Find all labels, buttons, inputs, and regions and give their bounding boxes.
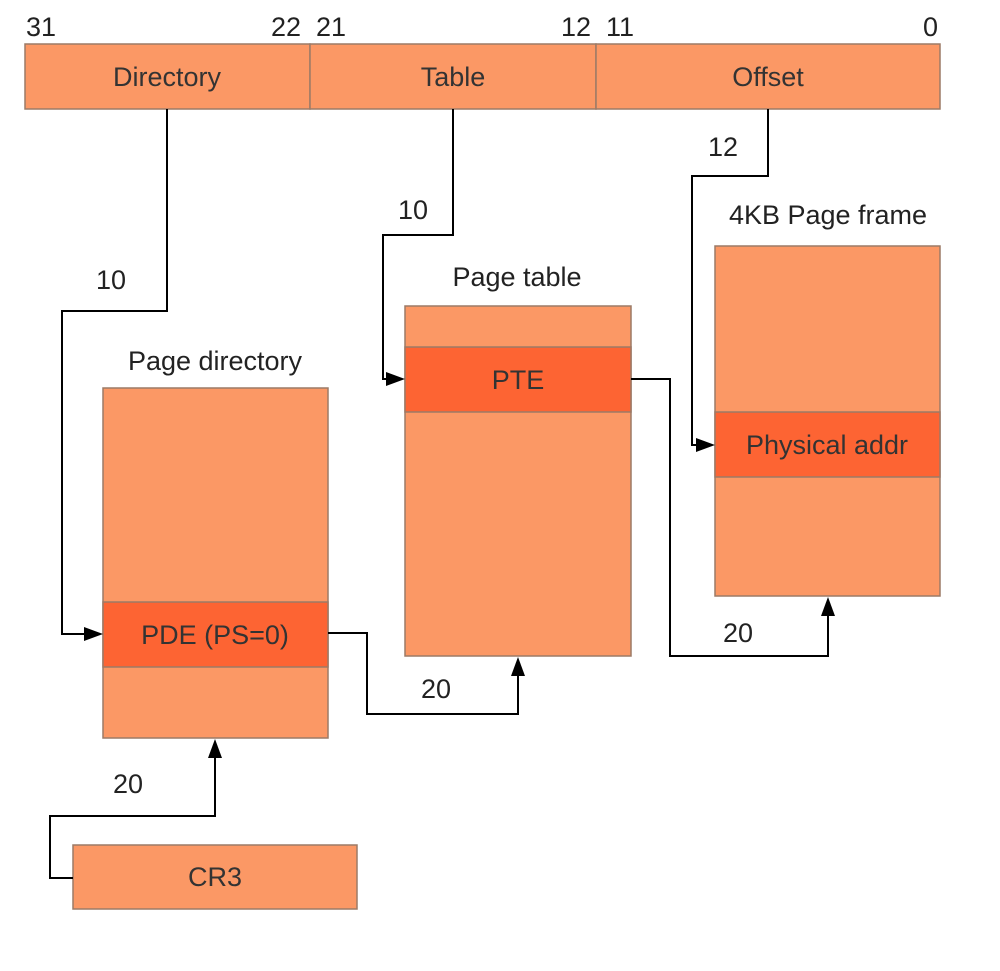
pte-width-label: 20: [723, 618, 753, 648]
bit-label-12: 12: [561, 12, 591, 42]
connector-directory-to-pde: 10: [61, 109, 168, 641]
offset-width-label: 12: [708, 132, 738, 162]
pde-entry-label: PDE (PS=0): [141, 620, 289, 650]
directory-width-label: 10: [96, 265, 126, 295]
page-directory-title: Page directory: [128, 346, 303, 376]
table-field-label: Table: [421, 62, 486, 92]
bit-label-0: 0: [923, 12, 938, 42]
page-frame-title: 4KB Page frame: [729, 200, 927, 230]
bit-label-21: 21: [316, 12, 346, 42]
pde-entry: [102, 601, 329, 668]
page-directory: PDE (PS=0): [102, 387, 329, 739]
directory-field: Directory: [24, 43, 311, 110]
bit-label-31: 31: [26, 12, 56, 42]
physical-addr-entry: [714, 411, 941, 478]
bit-label-22: 22: [271, 12, 301, 42]
pte-entry: [404, 346, 632, 413]
cr3-register: CR3: [72, 844, 358, 910]
table-width-label: 10: [398, 195, 428, 225]
bit-label-11: 11: [606, 12, 634, 42]
page-table: PTE: [404, 305, 632, 657]
offset-field-label: Offset: [732, 62, 804, 92]
connector-pde-to-pt: 20: [328, 632, 525, 715]
table-field: Table: [309, 43, 597, 110]
connector-table-to-pte: 10: [382, 109, 454, 386]
connector-offset-to-physical: 12: [691, 109, 769, 452]
cr3-label: CR3: [188, 862, 242, 892]
connector-pte-to-frame: 20: [631, 378, 835, 657]
offset-field: Offset: [595, 43, 941, 110]
pde-width-label: 20: [421, 674, 451, 704]
cr3-width-label: 20: [113, 769, 143, 799]
page-frame: Physical addr: [714, 245, 941, 597]
physical-addr-label: Physical addr: [746, 430, 908, 460]
pte-entry-label: PTE: [492, 365, 545, 395]
page-table-title: Page table: [452, 262, 581, 292]
directory-field-label: Directory: [113, 62, 222, 92]
connector-cr3-to-pd: 20: [49, 739, 222, 879]
